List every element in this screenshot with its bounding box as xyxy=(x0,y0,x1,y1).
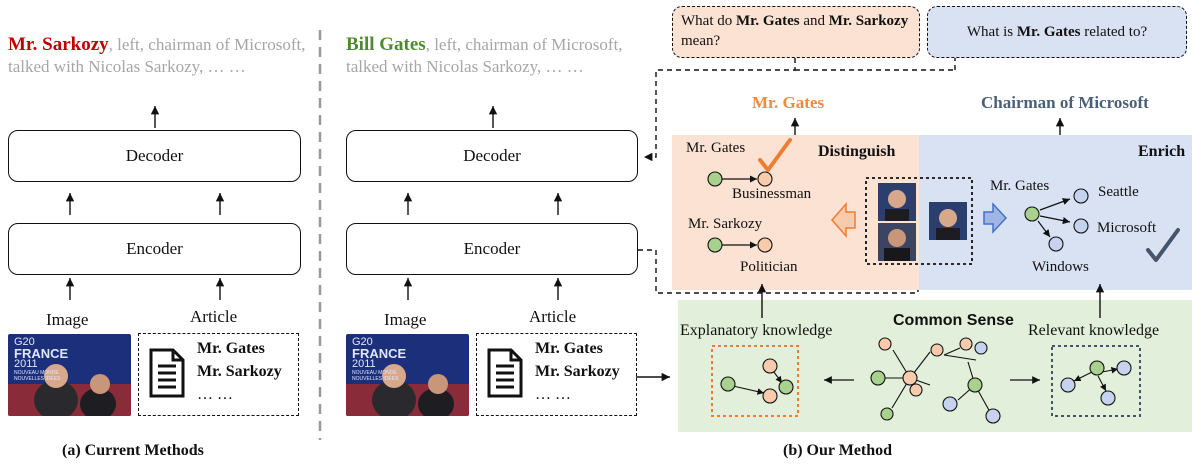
mid-news-photo: G20 FRANCE 2011 NOUVEAU MONDE NOUVELLES … xyxy=(346,334,469,416)
left-output-rest: , left, chairman of Microsoft, talked wi… xyxy=(8,35,306,76)
caption-a: (a) Current Methods xyxy=(62,442,204,459)
caption-b: (b) Our Method xyxy=(783,442,893,459)
mid-article-line-3: … … xyxy=(535,386,571,403)
dist-label-mr-gates: Mr. Gates xyxy=(686,140,746,156)
node-mr-sarkozy-green xyxy=(707,237,723,253)
enrich-label-mr-gates: Mr. Gates xyxy=(990,178,1050,194)
left-encoder-box: Encoder xyxy=(8,223,301,275)
common-sense-title: Common Sense xyxy=(893,312,1014,329)
distinguish-output: Mr. Gates xyxy=(752,93,825,112)
enrich-output: Chairman of Microsoft xyxy=(981,93,1149,112)
node-businessman-orange xyxy=(757,171,773,187)
mid-image-label: Image xyxy=(384,310,427,329)
check-orange-icon xyxy=(758,138,792,172)
face-thumb-gates-2 xyxy=(929,202,967,240)
check-blue-icon xyxy=(1146,228,1180,262)
enrich-label-seattle: Seattle xyxy=(1098,184,1139,200)
left-article-line-1: Mr. Gates xyxy=(197,340,265,357)
relevant-label: Relevant knowledge xyxy=(1028,322,1160,339)
document-icon xyxy=(487,348,523,398)
enrich-big-arrow xyxy=(983,202,1008,234)
explanatory-dashed-box xyxy=(711,345,799,417)
left-decoder-box: Decoder xyxy=(8,130,301,182)
face-thumb-gates-1 xyxy=(878,183,916,221)
left-article-box: Mr. Gates Mr. Sarkozy … … xyxy=(138,333,299,416)
dist-label-politician: Politician xyxy=(740,259,798,275)
mid-output-text: Bill Gates, left, chairman of Microsoft,… xyxy=(346,34,646,78)
question-box-2: What is Mr. Gates related to? xyxy=(927,6,1187,58)
dist-label-mr-sarkozy: Mr. Sarkozy xyxy=(688,216,763,232)
enrich-title: Enrich xyxy=(1138,143,1186,160)
distinguish-big-arrow xyxy=(831,202,856,238)
left-article-label: Article xyxy=(190,307,238,326)
distinguish-title: Distinguish xyxy=(818,143,896,160)
left-image-label: Image xyxy=(46,310,89,329)
document-icon xyxy=(149,348,185,398)
mid-article-line-2: Mr. Sarkozy xyxy=(535,363,620,380)
dist-label-businessman: Businessman xyxy=(732,186,812,202)
question-box-1: What do Mr. Gates and Mr. Sarkozy mean? xyxy=(672,6,920,58)
left-output-name: Mr. Sarkozy xyxy=(8,34,109,55)
mid-decoder-box: Decoder xyxy=(346,130,638,182)
explanatory-label: Explanatory knowledge xyxy=(680,322,833,339)
mid-output-rest: , left, chairman of Microsoft, talked wi… xyxy=(346,35,623,76)
face-thumb-sarkozy xyxy=(878,223,916,261)
distinguish-bg xyxy=(672,135,919,290)
left-output-text: Mr. Sarkozy, left, chairman of Microsoft… xyxy=(8,34,308,78)
dashed-encoder-to-images xyxy=(638,249,919,294)
left-article-line-3: … … xyxy=(197,386,233,403)
enrich-label-windows: Windows xyxy=(1032,259,1089,275)
mid-article-label: Article xyxy=(529,307,577,326)
enrich-label-microsoft: Microsoft xyxy=(1097,220,1157,236)
mid-output-name: Bill Gates xyxy=(346,34,426,55)
relevant-dashed-box xyxy=(1051,345,1141,417)
node-mr-gates-green xyxy=(707,171,723,187)
mid-encoder-box: Encoder xyxy=(346,223,638,275)
node-politician-orange xyxy=(757,237,773,253)
mid-article-line-1: Mr. Gates xyxy=(535,340,603,357)
mid-article-box: Mr. Gates Mr. Sarkozy … … xyxy=(476,333,637,416)
left-article-line-2: Mr. Sarkozy xyxy=(197,363,282,380)
left-news-photo: G20 FRANCE 2011 NOUVEAU MONDE NOUVELLES … xyxy=(8,334,131,416)
